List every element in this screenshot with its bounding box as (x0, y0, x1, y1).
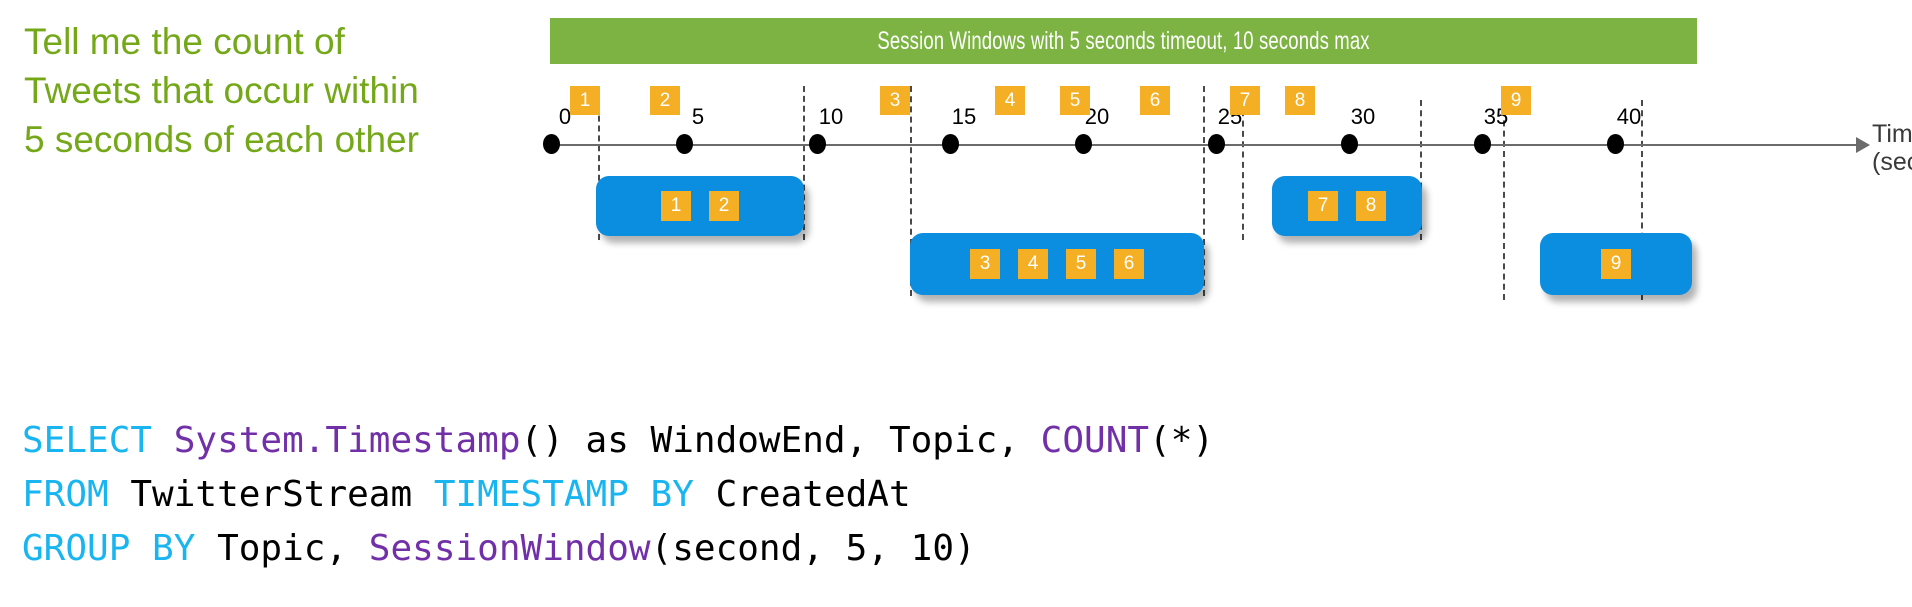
axis-point-30 (1341, 134, 1358, 154)
sql-token: TIMESTAMP BY (433, 474, 716, 515)
axis-point-10 (809, 134, 826, 154)
sql-token: (second, 5, 10) (650, 528, 976, 569)
sql-token: COUNT (1040, 420, 1150, 461)
axis-tick-label-15: 15 (951, 104, 977, 129)
window-event-3[interactable]: 3 (970, 249, 1000, 279)
event-marker-6[interactable]: 6 (1140, 86, 1170, 115)
boundary-line-4 (1203, 86, 1205, 296)
diagram-title-banner: Session Windows with 5 seconds timeout, … (550, 18, 1697, 64)
sql-token: GROUP BY (22, 528, 218, 569)
axis-point-5 (676, 134, 693, 154)
session-window-diagram: Session Windows with 5 seconds timeout, … (543, 18, 1912, 300)
time-axis-caption: Time (second) (1872, 120, 1912, 176)
sql-line-1: SELECT System.Timestamp() as WindowEnd, … (22, 414, 1214, 468)
event-marker-1[interactable]: 1 (570, 86, 600, 115)
window-event-8[interactable]: 8 (1356, 191, 1386, 221)
window-event-5[interactable]: 5 (1066, 249, 1096, 279)
prompt-question-text: Tell me the count of Tweets that occur w… (24, 21, 419, 160)
event-marker-9[interactable]: 9 (1501, 86, 1531, 115)
boundary-line-5 (1242, 100, 1244, 240)
sql-token: TwitterStream (130, 474, 434, 515)
sql-token: CreatedAt (715, 474, 911, 515)
event-marker-8[interactable]: 8 (1285, 86, 1315, 115)
event-marker-3[interactable]: 3 (880, 86, 910, 115)
axis-tick-label-5: 5 (691, 104, 705, 129)
window-event-7[interactable]: 7 (1308, 191, 1338, 221)
sql-token: (*) (1149, 420, 1215, 461)
sql-token: FROM (22, 474, 131, 515)
axis-point-25 (1208, 134, 1225, 154)
event-marker-2[interactable]: 2 (650, 86, 680, 115)
window-event-4[interactable]: 4 (1018, 249, 1048, 279)
axis-tick-label-40: 40 (1616, 104, 1642, 129)
axis-tick-label-10: 10 (818, 104, 844, 129)
boundary-line-6 (1420, 100, 1422, 240)
sql-token: Topic, (217, 528, 369, 569)
boundary-line-7 (1503, 100, 1505, 300)
window-event-6[interactable]: 6 (1114, 249, 1144, 279)
sql-token: SessionWindow (368, 528, 651, 569)
event-marker-5[interactable]: 5 (1060, 86, 1090, 115)
axis-point-0 (543, 134, 560, 154)
event-marker-7[interactable]: 7 (1230, 86, 1260, 115)
window-event-9[interactable]: 9 (1601, 249, 1631, 279)
sql-token: System.Timestamp (173, 420, 521, 461)
axis-point-15 (942, 134, 959, 154)
boundary-line-1 (598, 86, 600, 240)
sql-line-3: GROUP BY Topic, SessionWindow(second, 5,… (22, 522, 1214, 576)
boundary-line-2 (803, 86, 805, 240)
window-event-2[interactable]: 2 (709, 191, 739, 221)
time-axis-line (551, 144, 1861, 146)
window-event-1[interactable]: 1 (661, 191, 691, 221)
session-window-4[interactable]: 9 (1540, 233, 1692, 295)
axis-point-35 (1474, 134, 1491, 154)
sql-query-block: SELECT System.Timestamp() as WindowEnd, … (22, 414, 1214, 576)
boundary-line-3 (910, 86, 912, 296)
sql-token: () as WindowEnd, Topic, (520, 420, 1041, 461)
event-marker-4[interactable]: 4 (995, 86, 1025, 115)
axis-point-40 (1607, 134, 1624, 154)
axis-point-20 (1075, 134, 1092, 154)
axis-tick-label-0: 0 (558, 104, 572, 129)
time-axis-arrow-icon (1856, 137, 1870, 153)
boundary-line-8 (1641, 100, 1643, 300)
diagram-title-label: Session Windows with 5 seconds timeout, … (877, 27, 1370, 55)
sql-line-2: FROM TwitterStream TIMESTAMP BY CreatedA… (22, 468, 1214, 522)
axis-tick-label-30: 30 (1350, 104, 1376, 129)
sql-token: SELECT (22, 420, 174, 461)
